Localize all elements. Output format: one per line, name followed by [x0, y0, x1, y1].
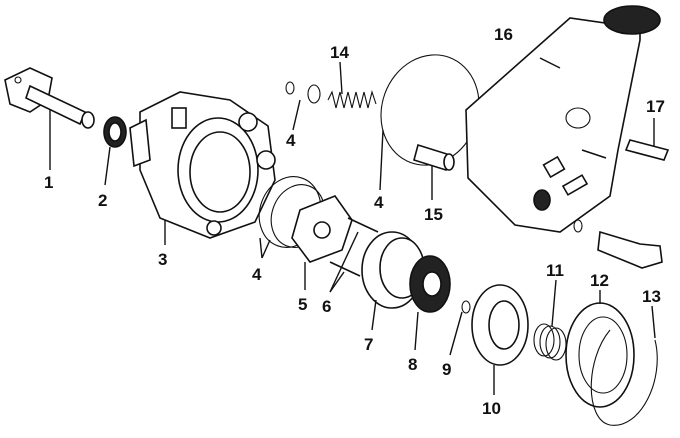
label-8: 8	[408, 355, 417, 374]
label-7: 7	[364, 335, 373, 354]
part-1-drive-shaft	[4, 67, 95, 170]
part-10-pressure-plate	[471, 284, 529, 395]
label-11: 11	[546, 261, 564, 280]
part-15-valve	[413, 143, 455, 200]
label-13: 13	[642, 287, 661, 306]
part-11-spring	[533, 279, 567, 361]
part-16-reservoir	[465, 5, 663, 269]
label-17: 17	[646, 97, 665, 116]
label-4c: 4	[252, 265, 262, 284]
part-14-spring	[327, 61, 377, 109]
label-2: 2	[98, 191, 107, 210]
label-1: 1	[44, 173, 53, 192]
label-15: 15	[424, 205, 443, 224]
part-12-end-cover	[565, 290, 635, 408]
label-10: 10	[482, 399, 501, 418]
label-4a: 4	[286, 131, 296, 150]
label-14: 14	[330, 43, 349, 62]
label-4b: 4	[374, 193, 384, 212]
label-12: 12	[590, 271, 609, 290]
part-9-ring	[449, 300, 471, 356]
label-5: 5	[298, 295, 307, 314]
label-3: 3	[158, 250, 167, 269]
part-13-retaining-ring	[590, 305, 658, 426]
part-2-seal	[103, 116, 127, 186]
part-6-pins	[329, 217, 379, 293]
label-6: 6	[322, 297, 331, 316]
part-17-bolt	[624, 118, 670, 161]
part-3-housing	[129, 91, 276, 245]
part-5-plate	[291, 195, 353, 290]
part-8-rotor	[409, 255, 451, 351]
label-16: 16	[494, 25, 513, 44]
label-9: 9	[442, 360, 451, 379]
